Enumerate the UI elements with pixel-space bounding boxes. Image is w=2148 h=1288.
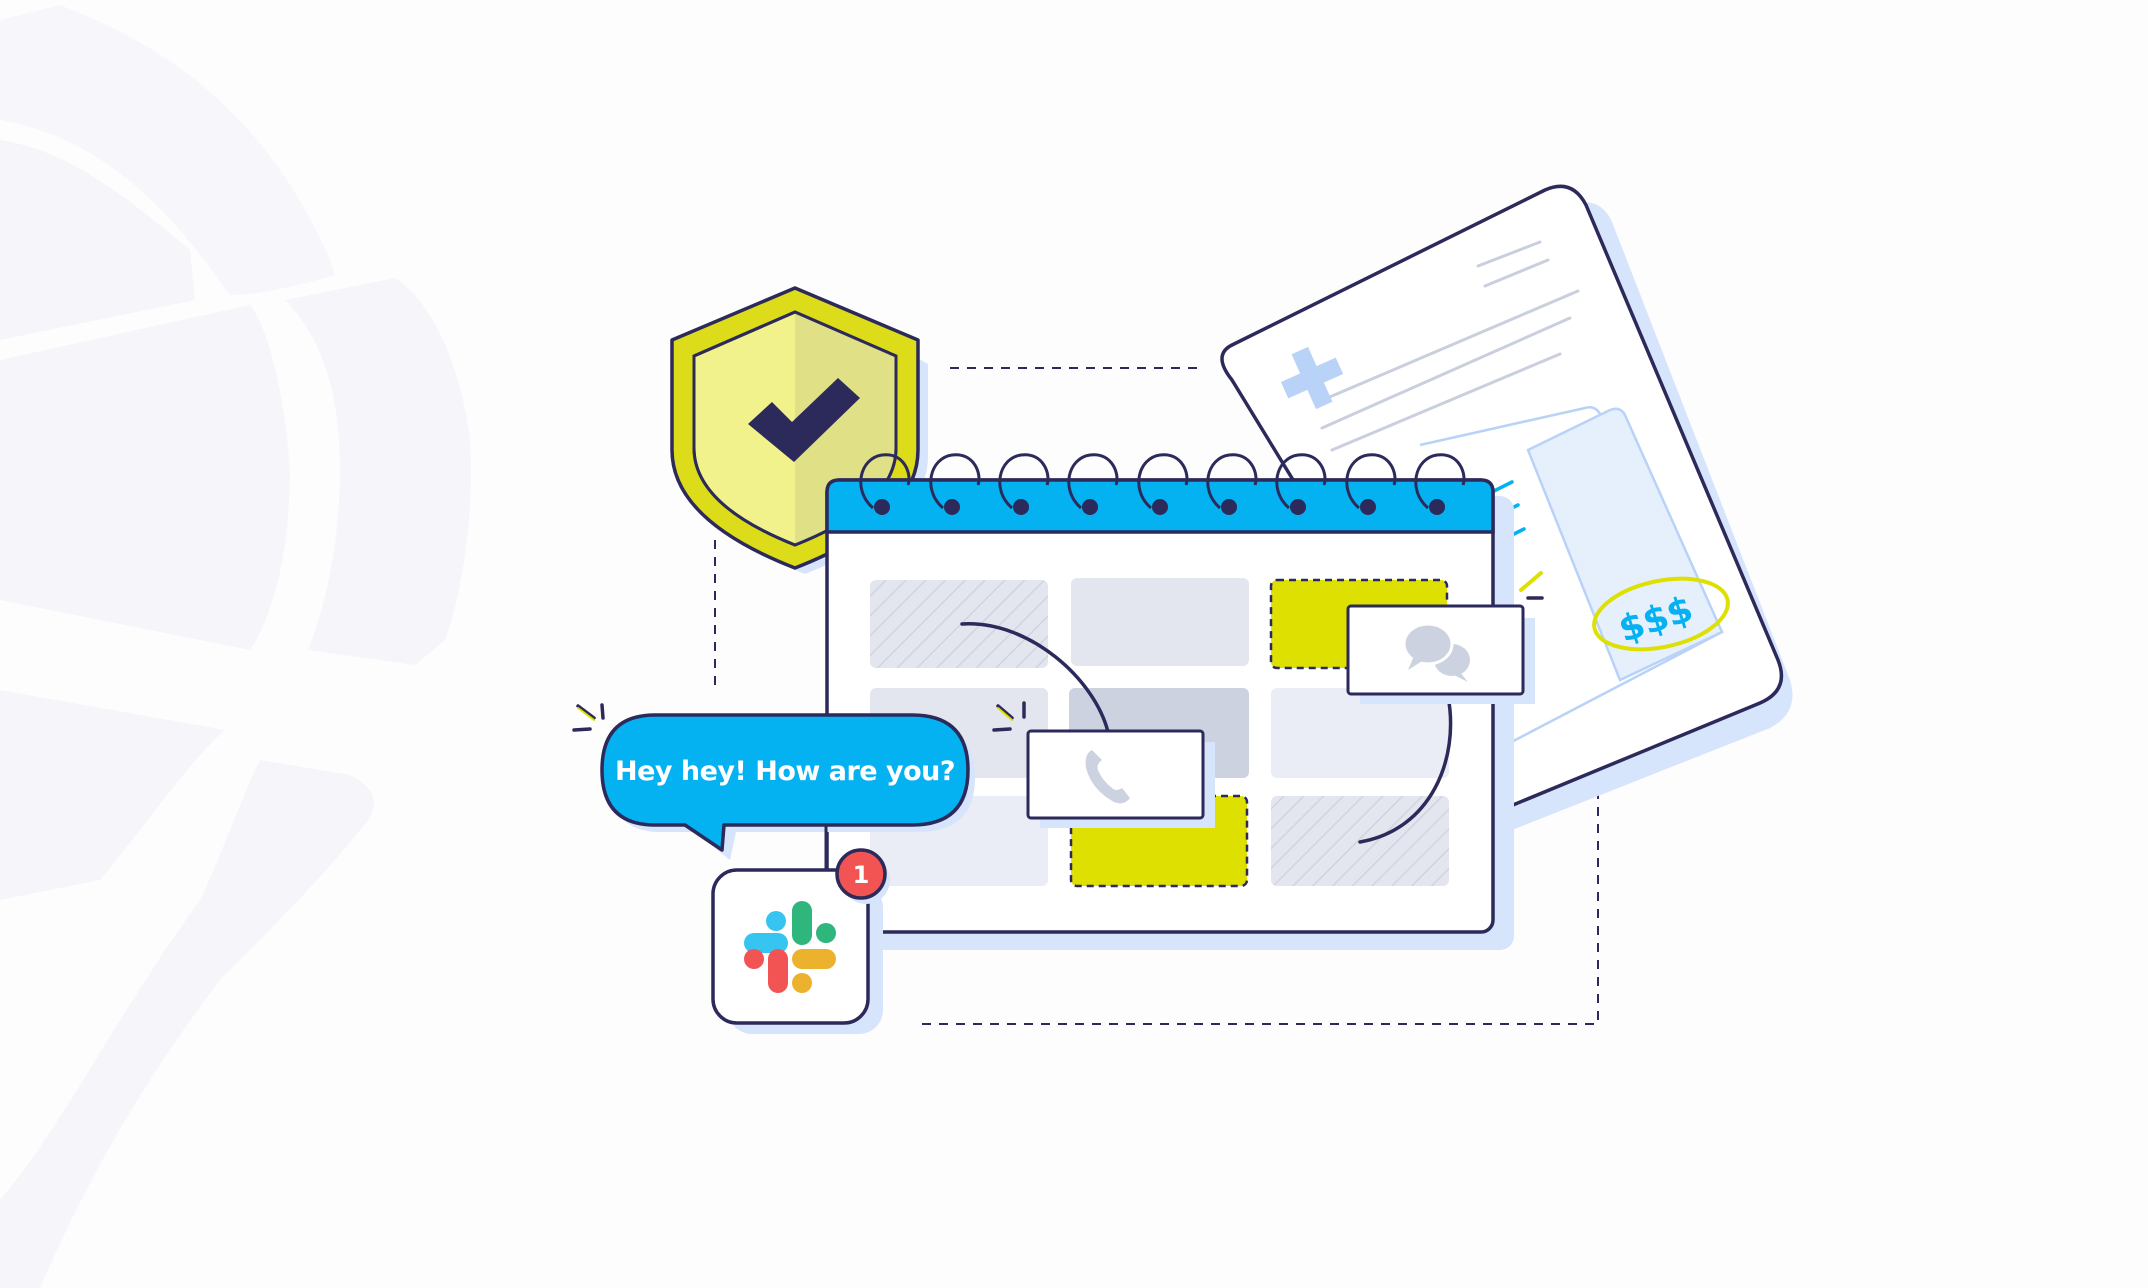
phone-call-card xyxy=(1026,729,1215,828)
calendar-rings xyxy=(859,453,1466,515)
notification-count: 1 xyxy=(853,861,870,889)
chat-card xyxy=(1346,604,1535,704)
notification-badge: 1 xyxy=(835,848,890,904)
chat-message-text: Hey hey! How are you? xyxy=(615,756,955,787)
medical-cross-icon xyxy=(1280,346,1344,410)
checkmark-icon xyxy=(748,378,860,462)
chat-bubbles-icon xyxy=(1402,622,1470,682)
phone-icon xyxy=(1085,750,1130,804)
slack-logo-icon xyxy=(744,901,836,993)
